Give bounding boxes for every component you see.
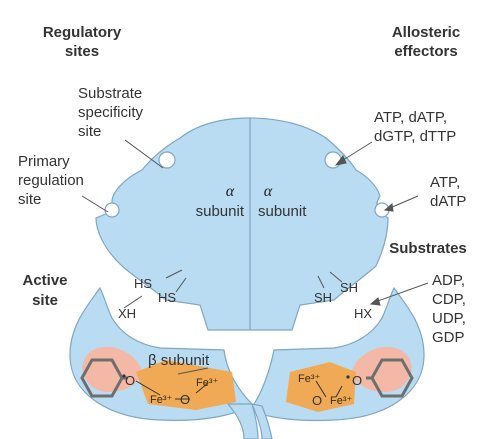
primary-regulation-notch-left bbox=[104, 202, 120, 218]
allosteric-effectors-header-line2: effectors bbox=[394, 43, 457, 60]
left-fe-b: Fe³⁺ bbox=[150, 394, 173, 406]
right-radical-dot bbox=[346, 375, 350, 379]
group-sh-2: SH bbox=[340, 280, 358, 295]
group-sh-1: SH bbox=[314, 290, 332, 305]
tyrosine-region-left bbox=[82, 346, 142, 392]
left-fe-a: Fe³⁺ bbox=[196, 377, 219, 389]
leader-sh-2 bbox=[329, 271, 343, 283]
beta-subunit-label: β subunit bbox=[148, 352, 210, 369]
alpha-symbol-right: α bbox=[264, 183, 273, 200]
right-o-bridge: O bbox=[312, 393, 322, 408]
arrow-effector-specificity bbox=[339, 141, 373, 163]
iron-bonds bbox=[135, 380, 343, 400]
arrowhead-substrates bbox=[369, 297, 381, 306]
regulatory-sites-header-line2: sites bbox=[65, 43, 99, 60]
effector-primary-label-line1: ATP, bbox=[430, 174, 460, 191]
alpha-subunit-dimer bbox=[95, 117, 389, 331]
effector-specificity-notch bbox=[324, 151, 342, 169]
group-hs-1: HS bbox=[134, 276, 152, 291]
primary-regulation-label-line1: Primary bbox=[18, 153, 70, 170]
tyrosine-ring-right bbox=[366, 358, 414, 398]
effector-specificity-label-line2: dGTP, dTTP bbox=[374, 128, 456, 145]
substrate-specificity-label-line2: specificity bbox=[78, 104, 144, 121]
right-o-radical: O bbox=[352, 373, 362, 388]
left-radical-dot bbox=[122, 374, 126, 378]
active-site-header-line2: site bbox=[32, 292, 58, 309]
primary-regulation-label-line2: regulation bbox=[18, 172, 84, 189]
iron-region-left bbox=[136, 360, 236, 410]
group-hs-2: HS bbox=[158, 290, 176, 305]
leader-hs-1 bbox=[165, 269, 183, 279]
substrate-specificity-notch bbox=[158, 151, 176, 169]
leader-hs-2 bbox=[175, 277, 187, 293]
leader-substrate-specificity bbox=[124, 139, 164, 169]
substrate-adp: ADP, bbox=[432, 272, 465, 289]
effector-primary-label-line2: dATP bbox=[430, 193, 466, 210]
group-xh: XH bbox=[118, 306, 136, 321]
iron-region-right bbox=[286, 362, 356, 412]
substrate-cdp: CDP, bbox=[432, 291, 466, 308]
substrates-header: Substrates bbox=[389, 240, 467, 257]
leader-primary-regulation bbox=[81, 195, 109, 213]
group-hx: HX bbox=[354, 306, 372, 321]
leader-beta bbox=[177, 367, 209, 375]
left-o-radical: O bbox=[125, 373, 135, 388]
tyrosine-ring-left bbox=[80, 358, 128, 398]
regulatory-sites-header-line1: Regulatory bbox=[43, 24, 122, 41]
arrowhead-effector-primary bbox=[383, 203, 394, 212]
beta-tail-left bbox=[226, 403, 259, 439]
alpha-subunit-label-right: subunit bbox=[258, 203, 307, 220]
arrow-effector-primary bbox=[389, 195, 419, 209]
alpha-symbol-left: α bbox=[226, 183, 235, 200]
allosteric-effectors-header-line1: Allosteric bbox=[392, 24, 460, 41]
active-site-header-line1: Active bbox=[22, 272, 67, 289]
left-o-bridge: O bbox=[180, 392, 190, 407]
substrate-gdp: GDP bbox=[432, 329, 465, 346]
beta-tail-right bbox=[250, 403, 273, 439]
alpha-subunit-label-left: subunit bbox=[196, 203, 245, 220]
leader-xh bbox=[123, 295, 143, 309]
arrow-substrates bbox=[374, 282, 429, 303]
primary-regulation-label-line3: site bbox=[18, 191, 41, 208]
substrate-specificity-label-line3: site bbox=[78, 123, 101, 140]
right-fe-b: Fe³⁺ bbox=[330, 395, 353, 407]
substrate-specificity-label-line1: Substrate bbox=[78, 85, 142, 102]
arrowhead-effector-specificity bbox=[334, 155, 347, 166]
effector-specificity-label-line1: ATP, dATP, bbox=[374, 109, 447, 126]
right-fe-a: Fe³⁺ bbox=[298, 373, 321, 385]
substrate-udp: UDP, bbox=[432, 310, 466, 327]
tyrosine-region-right bbox=[352, 346, 412, 392]
leader-sh-1 bbox=[317, 275, 325, 289]
